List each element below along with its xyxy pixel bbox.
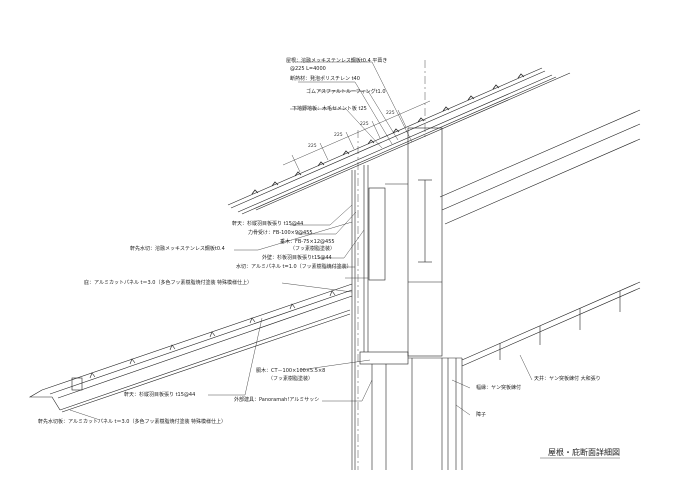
dimension-text: 225 [360, 122, 369, 127]
sash-frame [359, 351, 463, 470]
sash-label: 外部建具：Panoramah!アルミサッシ [234, 397, 320, 403]
eave-ceiling-label: 軒天：杉縦羽目板張り t15@44 [232, 221, 304, 227]
roof-seams [251, 73, 525, 195]
rafter-label: 垂木：FB-75×12@455 [280, 239, 335, 245]
membrane-label: ゴムアスファルトルーフィングt1.0 [306, 89, 386, 95]
canopy-label: 庇：アルミカットパネル t＝3.0（多色フッ素樹脂焼付塗装 特殊模様仕上） [84, 280, 253, 286]
canopy-soffit-label: 軒天：杉縦羽目板張り t15@44 [124, 392, 196, 398]
ceiling-label: 天井：ヤン突板練付 大和張り [534, 376, 601, 382]
eave-flashing-label: 軒先水切：溶融メッキステンレス鋼板t0.4 [130, 246, 225, 252]
dimension-text: 225 [308, 144, 317, 149]
roofing-label: 屋根：溶融メッキステンレス鋼板t0.4 平葺き [286, 58, 388, 64]
side-leaders [69, 204, 533, 421]
sheathing-label: 下地野地板：木毛セメント板 t25 [292, 106, 367, 112]
insulation-label: 断熱材：発泡ポリスチレン t40 [290, 76, 360, 82]
roof-leaders [290, 61, 413, 149]
beam-label: 胴木：CT－100×100×5.5×8 [256, 368, 326, 374]
frame-trim-label: 幅縁：ヤン突板練付 [476, 385, 522, 391]
canopy-edge-label: 軒先水切板：アルミカットパネル t＝3.0（多色フッ素樹脂焼付塗装 特殊模様仕上… [38, 419, 227, 425]
dimension-text: 225 [334, 133, 343, 138]
canopy [28, 283, 353, 413]
drip-flashing-label: 水切：アルミパネル t=1.0（フッ素樹脂焼付塗装） [236, 264, 352, 270]
grid-lines [357, 60, 426, 470]
rafter-finish-label: （フッ素樹脂塗装） [290, 246, 336, 252]
dimension-text: 225 [386, 111, 395, 116]
wall-cladding-label: 外壁：杉板羽目板張りt15@44 [262, 255, 332, 261]
beam-finish-label: （フッ素樹脂塗装） [268, 376, 314, 382]
drawing-title: 屋根・庇断面詳細図 [548, 448, 620, 457]
mullion-label: 障子 [476, 412, 487, 418]
roof-layers [227, 67, 641, 225]
rafter-seat-label: 力骨受け：FB-100×9@455 [248, 230, 313, 236]
interior-ceiling [461, 281, 641, 367]
dimension-line [282, 100, 431, 173]
roofing-spec-label: @225 L=4000 [290, 66, 326, 72]
